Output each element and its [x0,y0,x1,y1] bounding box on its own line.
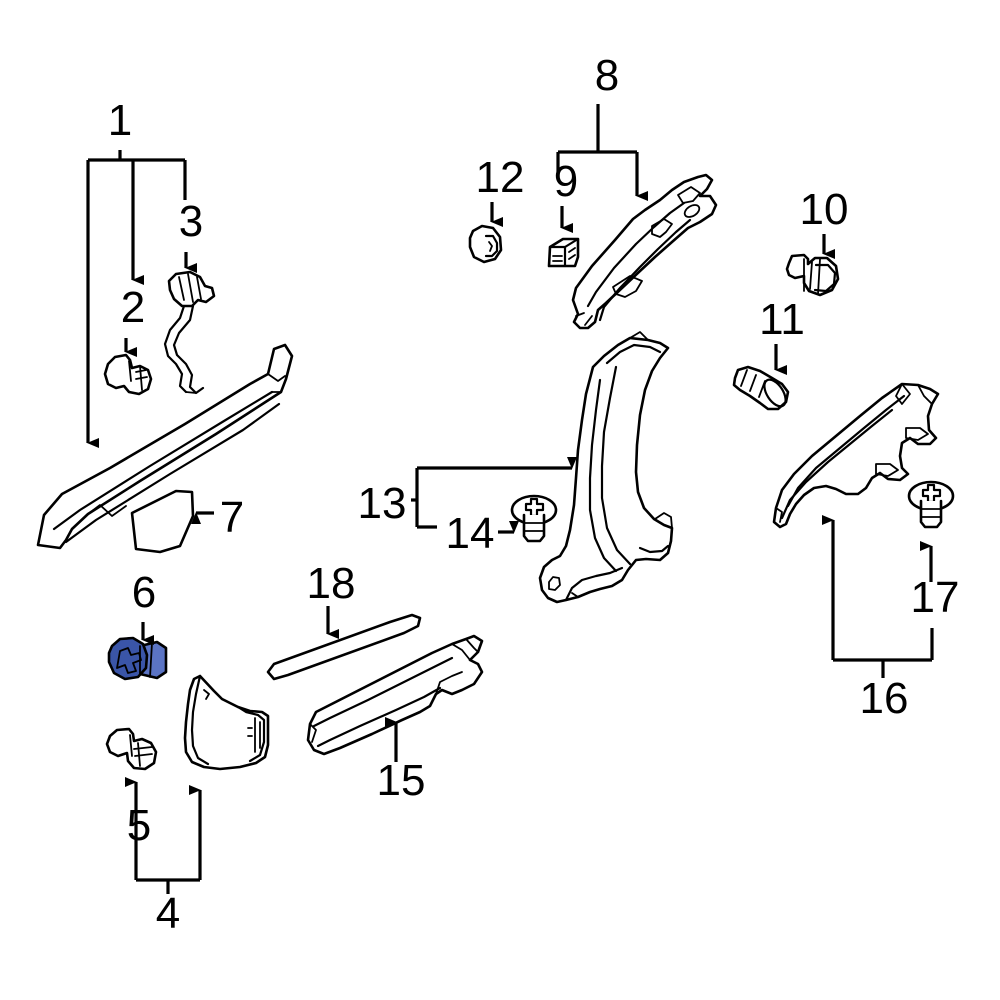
callout-number-18: 18 [307,559,356,608]
part-lower-center-pillar-trim [538,331,674,604]
callout-number-10: 10 [800,185,849,234]
part-screw-cowl-trim [105,727,158,771]
part-retainer-clip-square [547,237,580,268]
part-clip-with-tether [163,270,216,395]
part-screw-highlighted [107,636,168,681]
callout-number-7: 7 [220,493,244,542]
callout-number-4: 4 [156,889,180,938]
callout-number-8: 8 [595,51,619,100]
part-upper-center-pillar-trim [571,173,718,330]
callout-number-5: 5 [127,801,151,850]
part-screw-phillips-rear-pillar [907,480,955,529]
leader-group-8 [556,104,648,201]
callout-number-2: 2 [121,283,145,332]
part-push-pin-rivet [732,365,790,411]
part-door-sill-scuff-plate [306,634,484,756]
callout-number-12: 12 [476,153,525,202]
callout-number-14: 14 [446,509,495,558]
part-weatherstrip-sealing-strip [266,613,422,681]
part-plug-cap-grommet [468,224,503,264]
part-screw-pillar-trim [103,353,153,396]
part-hex-flange-bolt [785,253,840,297]
callout-number-6: 6 [132,568,156,617]
part-screw-phillips-pillar [510,494,558,543]
part-trim-wedge-cap [130,489,195,554]
callout-number-3: 3 [179,197,203,246]
callout-number-17: 17 [911,573,960,622]
callout-number-9: 9 [554,157,578,206]
callout-number-11: 11 [759,295,805,344]
callout-number-16: 16 [860,674,909,723]
part-cowl-side-trim [183,674,270,771]
part-rear-pillar-trim [772,382,940,529]
leader-group-16 [822,515,934,678]
leader-group-13 [411,457,577,529]
callout-number-15: 15 [377,756,426,805]
callout-number-1: 1 [108,96,132,145]
leader-group-1 [86,150,187,448]
part-front-pillar-trim [36,343,294,550]
callout-number-13: 13 [358,479,407,528]
leader-group-4 [134,785,202,894]
